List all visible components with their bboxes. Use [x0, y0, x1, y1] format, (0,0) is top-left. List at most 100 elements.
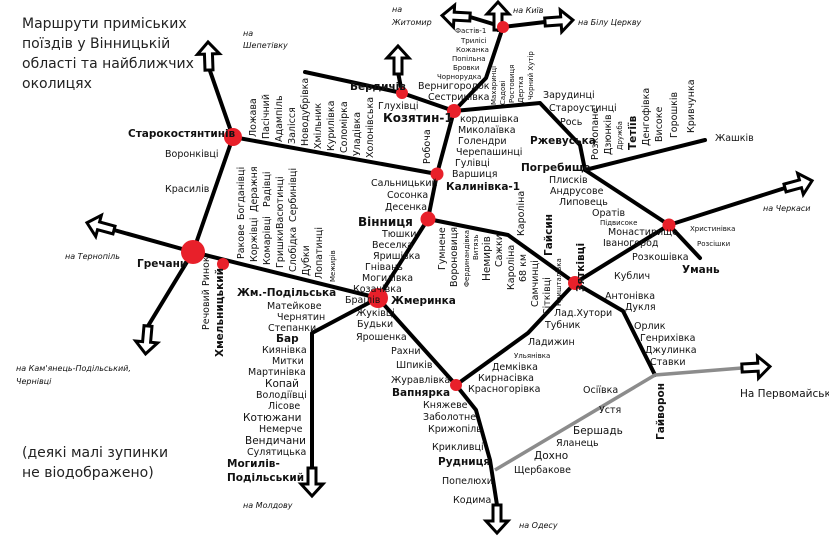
station-label[interactable]: Підвисоке: [600, 219, 637, 227]
hub-berdychiv[interactable]: [396, 87, 408, 99]
station-label[interactable]: Тубник: [544, 320, 581, 331]
station-label[interactable]: Чорний Хутір: [527, 51, 535, 100]
station-label[interactable]: Шпиків: [396, 360, 433, 371]
station-label[interactable]: Ульянівка: [514, 352, 550, 360]
station-label[interactable]: Оратів: [592, 208, 626, 219]
station-label[interactable]: Зарудинці: [543, 90, 595, 101]
station-label[interactable]: Васютинці: [275, 176, 286, 229]
station-label[interactable]: Трилісі: [460, 37, 487, 45]
station-label[interactable]: Розкопане: [590, 108, 601, 160]
station-label[interactable]: Комарівці: [262, 216, 273, 265]
hub-label[interactable]: Жм.-Подільська: [237, 287, 336, 299]
station-label[interactable]: Дохно: [534, 450, 568, 462]
hub-label[interactable]: Тетіїв: [627, 115, 639, 150]
station-label[interactable]: Демківка: [492, 362, 538, 373]
station-label[interactable]: Устя: [599, 405, 621, 416]
hub-label[interactable]: Могилів-: [227, 458, 280, 470]
station-label[interactable]: Межирів: [329, 250, 337, 282]
station-label[interactable]: Дукля: [625, 302, 656, 313]
station-label[interactable]: Речовий Ринок: [201, 256, 212, 330]
station-label[interactable]: Вороновиця: [449, 227, 460, 287]
station-label[interactable]: Андрусове: [550, 186, 604, 197]
station-label[interactable]: Монастирище: [608, 227, 678, 238]
station-label[interactable]: Розсішки: [697, 240, 730, 248]
station-label[interactable]: Яришівка: [373, 251, 420, 262]
station-label[interactable]: Фердинандівка: [463, 230, 471, 287]
station-label[interactable]: Кожанка: [456, 46, 489, 54]
station-label[interactable]: Гнівань: [365, 262, 403, 273]
station-label[interactable]: Джулинка: [645, 345, 697, 356]
station-label[interactable]: Крикливці: [432, 442, 484, 453]
station-label[interactable]: Богданівці: [236, 167, 247, 220]
station-label[interactable]: Самчинці: [530, 260, 541, 307]
station-label[interactable]: Голендри: [458, 136, 507, 147]
station-label[interactable]: Митки: [272, 356, 304, 367]
station-label[interactable]: Котюжани: [243, 412, 301, 424]
station-label[interactable]: Воронківці: [165, 149, 218, 160]
station-label[interactable]: Могилівка: [362, 273, 413, 284]
station-label[interactable]: Кароліна: [506, 245, 517, 290]
station-label[interactable]: Красногорівка: [468, 384, 540, 395]
station-label[interactable]: Сербинівці: [288, 168, 299, 222]
station-label[interactable]: Деражня: [249, 166, 260, 212]
station-label[interactable]: Дубки: [301, 245, 312, 276]
station-label[interactable]: Сестринівка: [428, 92, 489, 103]
hub-kalynivka[interactable]: [430, 167, 444, 181]
station-label[interactable]: Горошків: [669, 91, 680, 138]
station-label[interactable]: Глухівці: [378, 101, 418, 112]
station-label[interactable]: Радівці: [262, 172, 273, 207]
station-label[interactable]: Десенка: [385, 202, 427, 213]
station-label[interactable]: Щербакове: [514, 465, 571, 476]
station-label[interactable]: Будьки: [357, 319, 393, 330]
station-label[interactable]: Немерче: [259, 424, 303, 435]
station-label[interactable]: Гришки: [275, 229, 286, 268]
station-label[interactable]: Пасічний: [261, 94, 272, 139]
station-label[interactable]: Попелюхи: [442, 476, 493, 487]
hub-label[interactable]: Умань: [682, 264, 720, 276]
hub-vapniarka[interactable]: [450, 379, 462, 391]
hub-label[interactable]: Гайсин: [543, 214, 555, 256]
station-label[interactable]: Генрихівка: [640, 333, 695, 344]
hub-label[interactable]: Ржевуська: [530, 135, 596, 147]
hub-label[interactable]: Рудниця: [438, 456, 490, 468]
station-label[interactable]: Високе: [654, 107, 665, 142]
station-label[interactable]: Кодима: [453, 495, 491, 506]
station-label[interactable]: Сулятицька: [247, 447, 306, 458]
station-label[interactable]: Староустинці: [549, 103, 617, 114]
station-label[interactable]: Лісове: [268, 401, 300, 412]
station-label[interactable]: Уладівка: [352, 112, 363, 156]
station-label[interactable]: Бершадь: [573, 425, 623, 437]
station-label[interactable]: Антонівка: [605, 291, 655, 302]
station-label[interactable]: Садові: [499, 81, 507, 105]
station-label[interactable]: Киянівка: [262, 345, 307, 356]
station-label[interactable]: Копай: [265, 378, 299, 390]
station-label[interactable]: Кублич: [614, 271, 650, 282]
station-label[interactable]: Жашків: [715, 133, 754, 144]
station-label[interactable]: Веселка: [372, 240, 413, 251]
station-label[interactable]: Матейкове: [267, 301, 322, 312]
station-label[interactable]: Браїлів: [345, 295, 381, 306]
hub-label[interactable]: Гречани: [137, 258, 187, 270]
station-label[interactable]: Сітківці: [542, 277, 553, 315]
station-label[interactable]: Чернятин: [277, 312, 325, 323]
hub-label[interactable]: Старокостянтинів: [128, 128, 236, 140]
station-label[interactable]: Козачівка: [353, 284, 402, 295]
station-label[interactable]: Робоча: [422, 129, 433, 164]
hub-label[interactable]: Хмельницький: [214, 268, 226, 357]
hub-label[interactable]: Жмеринка: [391, 295, 456, 307]
hub-label[interactable]: Бердичів: [350, 81, 406, 93]
station-label[interactable]: Липовець: [559, 197, 608, 208]
station-label[interactable]: Вендичани: [245, 435, 306, 447]
hub-ziatkivtsi[interactable]: [568, 276, 582, 290]
station-label[interactable]: Яланець: [556, 438, 599, 449]
station-label[interactable]: Хмільник: [313, 103, 324, 149]
station-label[interactable]: Лад.Хутори: [554, 308, 612, 319]
station-label[interactable]: Тюшки: [381, 229, 416, 240]
station-label[interactable]: Кришталівка: [555, 258, 563, 306]
station-label[interactable]: Курилівка: [326, 101, 337, 151]
station-label[interactable]: Коржівці: [249, 218, 260, 263]
hub-label[interactable]: Козятин-1: [383, 111, 453, 125]
station-label[interactable]: Ракове: [236, 224, 247, 259]
station-label[interactable]: Слобідка: [288, 227, 299, 272]
station-label[interactable]: Розкошівка: [632, 252, 689, 263]
